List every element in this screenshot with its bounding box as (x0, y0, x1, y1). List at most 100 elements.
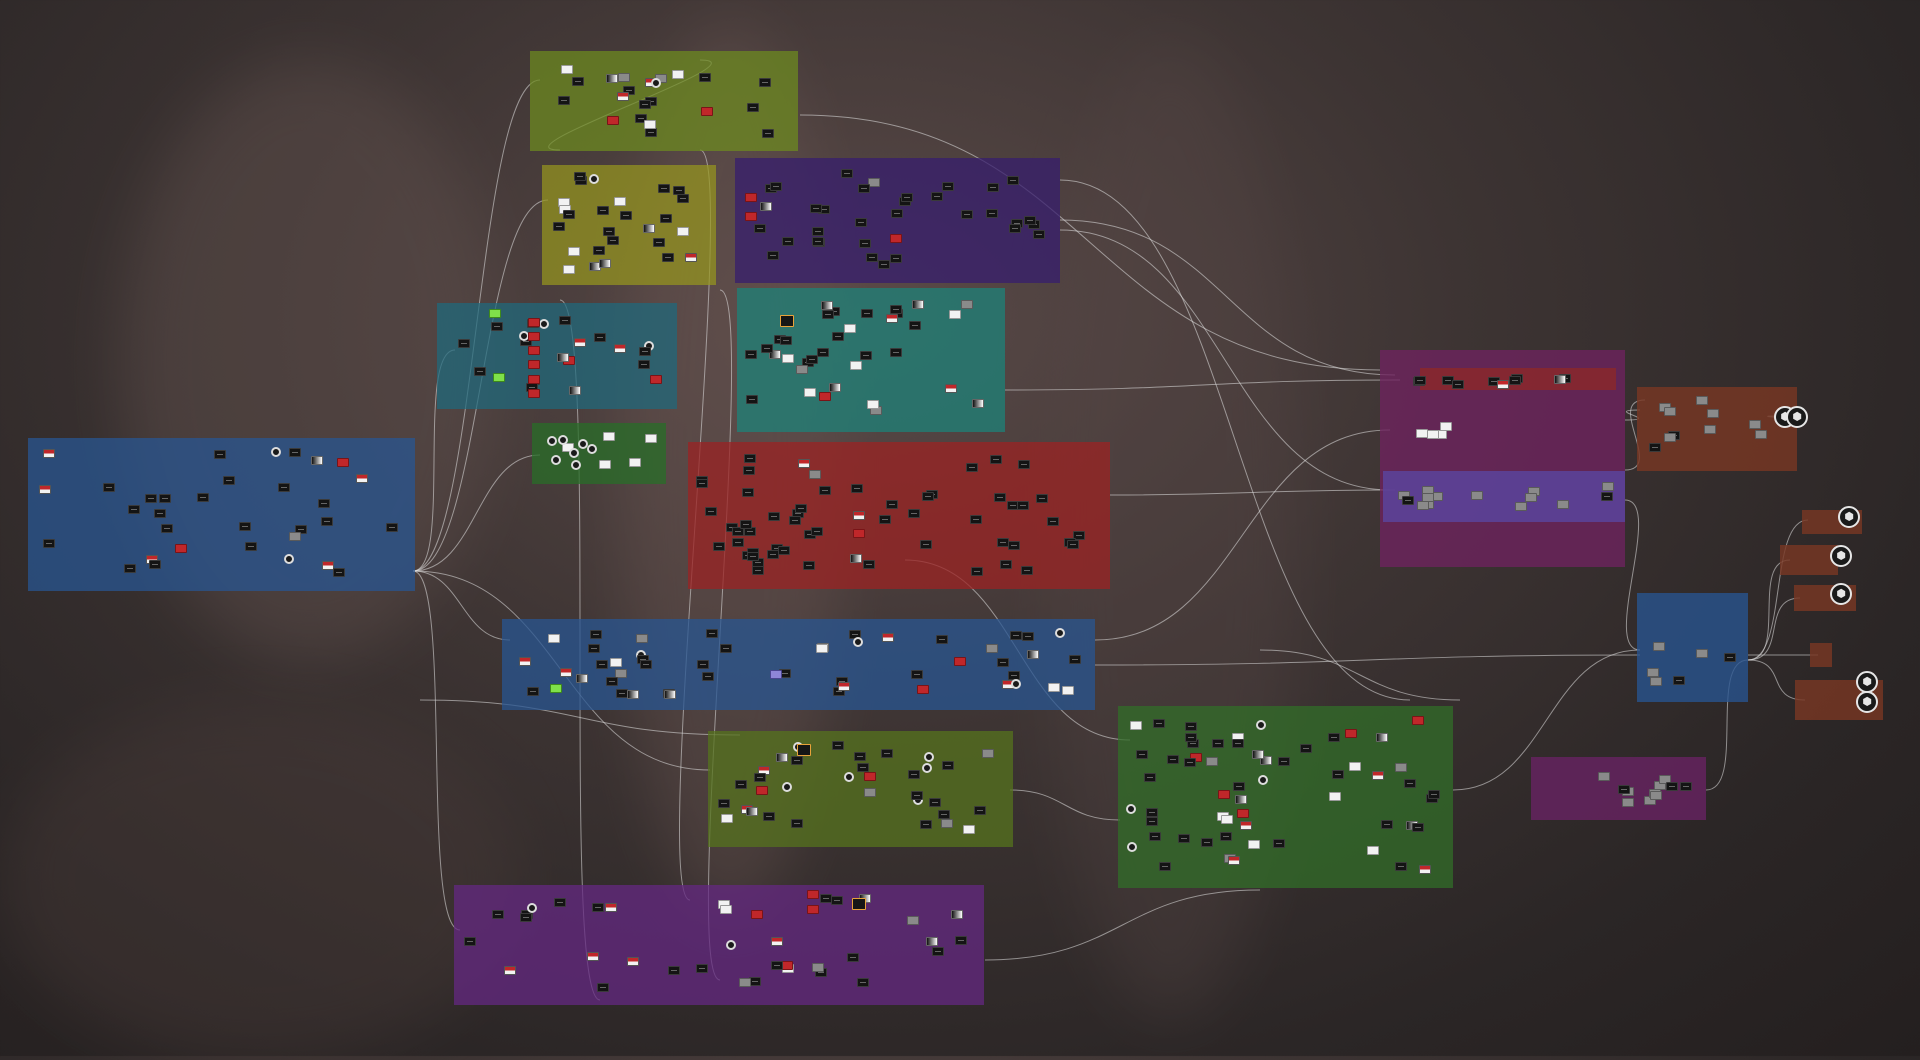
graph-node[interactable] (528, 346, 540, 355)
graph-node[interactable] (797, 744, 811, 756)
graph-node[interactable] (311, 456, 323, 465)
graph-node[interactable] (1069, 655, 1081, 664)
graph-node[interactable] (574, 338, 586, 347)
graph-node[interactable] (752, 566, 764, 575)
graph-node[interactable] (603, 432, 615, 441)
graph-node[interactable] (806, 355, 818, 364)
graph-node[interactable] (223, 476, 235, 485)
graph-node[interactable] (617, 92, 629, 101)
graph-node[interactable] (857, 763, 869, 772)
graph-node[interactable] (590, 630, 602, 639)
graph-node[interactable] (1260, 756, 1272, 765)
graph-node[interactable] (929, 798, 941, 807)
graph-node[interactable] (1724, 653, 1736, 662)
graph-node[interactable] (796, 365, 808, 374)
graph-node[interactable] (639, 347, 651, 356)
graph-node[interactable] (812, 227, 824, 236)
graph-node[interactable] (1557, 500, 1569, 509)
graph-node[interactable] (528, 332, 540, 341)
graph-node[interactable] (767, 550, 779, 559)
graph-node[interactable] (745, 350, 757, 359)
graph-node[interactable] (697, 660, 709, 669)
graph-node[interactable] (920, 540, 932, 549)
graph-node[interactable] (767, 251, 779, 260)
graph-node[interactable] (705, 507, 717, 516)
graph-node[interactable] (528, 389, 540, 398)
graph-node[interactable] (886, 500, 898, 509)
graph-node[interactable] (558, 96, 570, 105)
graph-node[interactable] (720, 644, 732, 653)
graph-node[interactable] (1622, 798, 1634, 807)
graph-node[interactable] (1332, 770, 1344, 779)
graph-node[interactable] (866, 253, 878, 262)
graph-node[interactable] (844, 772, 854, 782)
graph-node[interactable] (911, 791, 923, 800)
graph-node[interactable] (1525, 493, 1537, 502)
graph-node[interactable] (578, 439, 588, 449)
cube-icon[interactable]: ⬢ (1856, 671, 1878, 693)
graph-node[interactable] (1018, 460, 1030, 469)
frame-brown-small-2[interactable] (1780, 545, 1838, 575)
graph-node[interactable] (770, 182, 782, 191)
graph-node[interactable] (606, 677, 618, 686)
graph-node[interactable] (756, 786, 768, 795)
graph-node[interactable] (1011, 679, 1021, 689)
graph-node[interactable] (1126, 804, 1136, 814)
graph-node[interactable] (882, 633, 894, 642)
graph-node[interactable] (638, 360, 650, 369)
graph-node[interactable] (941, 819, 953, 828)
graph-node[interactable] (528, 375, 540, 384)
graph-node[interactable] (770, 670, 782, 679)
graph-node[interactable] (594, 333, 606, 342)
graph-node[interactable] (1704, 425, 1716, 434)
graph-node[interactable] (812, 963, 824, 972)
graph-node[interactable] (1233, 782, 1245, 791)
graph-node[interactable] (1653, 642, 1665, 651)
graph-node[interactable] (853, 529, 865, 538)
graph-node[interactable] (761, 344, 773, 353)
frame-magenta-inner-violet[interactable] (1383, 471, 1625, 522)
graph-node[interactable] (1190, 753, 1202, 762)
graph-node[interactable] (527, 687, 539, 696)
graph-node[interactable] (677, 227, 689, 236)
graph-node[interactable] (987, 183, 999, 192)
graph-node[interactable] (966, 463, 978, 472)
graph-node[interactable] (990, 455, 1002, 464)
graph-node[interactable] (997, 538, 1009, 547)
graph-node[interactable] (771, 961, 783, 970)
graph-node[interactable] (1417, 501, 1429, 510)
graph-node[interactable] (844, 324, 856, 333)
graph-node[interactable] (961, 300, 973, 309)
graph-node[interactable] (740, 520, 752, 529)
graph-node[interactable] (1010, 631, 1022, 640)
graph-node[interactable] (458, 339, 470, 348)
graph-node[interactable] (569, 386, 581, 395)
graph-node[interactable] (539, 319, 549, 329)
graph-node[interactable] (1650, 791, 1662, 800)
graph-node[interactable] (1000, 560, 1012, 569)
graph-node[interactable] (696, 479, 708, 488)
graph-node[interactable] (1178, 834, 1190, 843)
graph-node[interactable] (1659, 775, 1671, 784)
graph-node[interactable] (746, 807, 758, 816)
graph-node[interactable] (922, 763, 932, 773)
graph-node[interactable] (726, 940, 736, 950)
graph-node[interactable] (780, 315, 794, 327)
graph-node[interactable] (743, 466, 755, 475)
graph-node[interactable] (576, 674, 588, 683)
graph-node[interactable] (890, 305, 902, 314)
graph-node[interactable] (356, 474, 368, 483)
graph-node[interactable] (1666, 782, 1678, 791)
graph-node[interactable] (907, 916, 919, 925)
graph-node[interactable] (791, 819, 803, 828)
graph-node[interactable] (1680, 782, 1692, 791)
graph-node[interactable] (1395, 763, 1407, 772)
graph-node[interactable] (1167, 755, 1179, 764)
graph-node[interactable] (847, 953, 859, 962)
graph-node[interactable] (39, 485, 51, 494)
graph-node[interactable] (493, 373, 505, 382)
graph-node[interactable] (645, 128, 657, 137)
graph-node[interactable] (812, 237, 824, 246)
graph-node[interactable] (954, 657, 966, 666)
graph-node[interactable] (1404, 779, 1416, 788)
